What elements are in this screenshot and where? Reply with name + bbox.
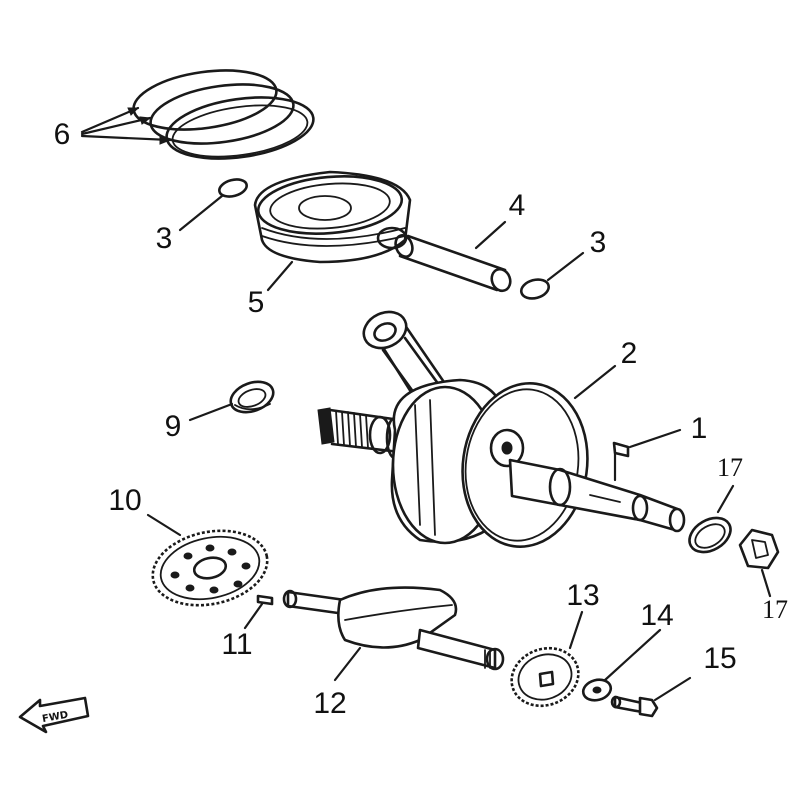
callout-6: 6 xyxy=(54,118,71,151)
leader-lines xyxy=(80,106,772,702)
gear-bolt xyxy=(610,695,659,718)
callout-1: 1 xyxy=(691,412,708,445)
circlip-left xyxy=(218,178,248,198)
drive-gear xyxy=(151,529,269,607)
callout-13: 13 xyxy=(566,579,599,612)
balancer-gear xyxy=(510,646,580,708)
callout-15: 15 xyxy=(703,642,736,675)
callout-14: 14 xyxy=(640,599,673,632)
callout-17: 17 xyxy=(762,595,788,624)
fwd-label: FWD xyxy=(41,710,69,725)
fwd-direction-arrow: FWD xyxy=(18,696,90,734)
hex-nut xyxy=(738,528,780,570)
piston xyxy=(253,170,412,264)
piston-pin xyxy=(394,234,512,293)
callout-3-left: 3 xyxy=(156,222,173,255)
callout-labels: 6 3 5 4 3 2 1 17 17 9 10 11 12 13 14 15 xyxy=(54,118,788,720)
gear-washer xyxy=(581,678,613,702)
callout-5: 5 xyxy=(248,286,265,319)
gear-key xyxy=(256,594,274,606)
callout-12: 12 xyxy=(313,687,346,720)
crankshaft-assembly xyxy=(317,310,686,548)
callout-16: 17 xyxy=(717,453,743,482)
callout-4: 4 xyxy=(509,189,526,222)
woodruff-key xyxy=(612,441,630,458)
callout-2: 2 xyxy=(621,337,638,370)
callout-10: 10 xyxy=(108,484,141,517)
balancer-shaft xyxy=(282,586,505,671)
bearing-seal xyxy=(229,380,275,414)
piston-rings xyxy=(132,69,315,160)
washer xyxy=(688,516,732,554)
circlip-right xyxy=(519,278,551,300)
callout-11: 11 xyxy=(221,628,252,661)
callout-9: 9 xyxy=(165,410,182,443)
callout-3-right: 3 xyxy=(590,226,607,259)
